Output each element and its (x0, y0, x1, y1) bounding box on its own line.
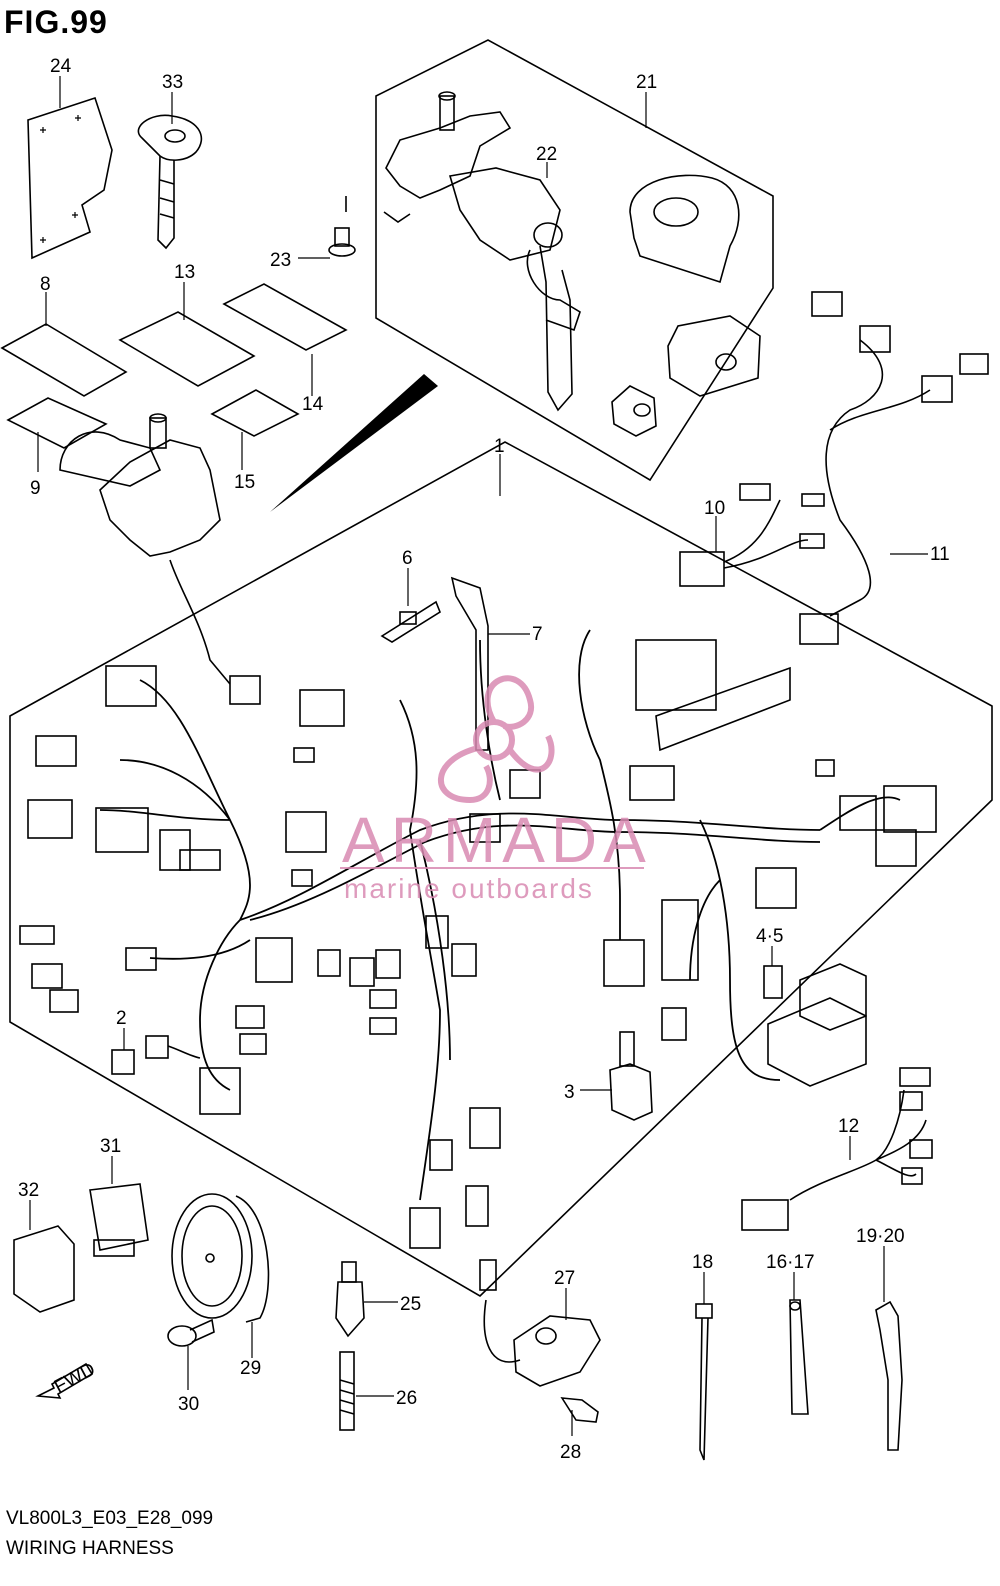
spring-26-part (339, 1351, 355, 1431)
callout-23: 23 (270, 250, 291, 271)
tie-18-part (695, 1303, 713, 1461)
callout-13: 13 (174, 262, 195, 283)
callout-8: 8 (40, 274, 51, 295)
callout-29: 29 (240, 1358, 261, 1379)
fuse-2-part (111, 1035, 201, 1075)
callout-6: 6 (402, 548, 413, 569)
watermark-brand: ARMADA (342, 804, 652, 876)
callout-18: 18 (692, 1252, 713, 1273)
sensor-27-part (483, 1299, 601, 1387)
callout-7: 7 (532, 624, 543, 645)
relay-32-part (13, 1225, 75, 1313)
ignition-set-frame (375, 39, 774, 482)
callout-19-20: 19·20 (856, 1226, 905, 1247)
sub-harness-12-part (741, 1067, 933, 1231)
fwd-arrow (35, 1362, 94, 1399)
sheet-14-part (222, 283, 348, 351)
watermark-tagline: marine outboards (344, 873, 594, 904)
fwd-label: FWD (51, 1359, 99, 1398)
callout-12: 12 (838, 1116, 859, 1137)
sub-harness-11-part (799, 291, 989, 645)
tie-16-part (789, 1299, 809, 1415)
harness-connectors (19, 639, 937, 1291)
plate-part (27, 96, 113, 260)
callout-28: 28 (560, 1442, 581, 1463)
sheet-15-part (210, 389, 300, 437)
sheet-13-part (118, 311, 256, 387)
leader-lines (29, 76, 928, 1436)
callout-1: 1 (494, 436, 505, 457)
key-part (137, 114, 203, 250)
switch-25-part (335, 1261, 365, 1338)
callout-15: 15 (234, 472, 255, 493)
sub-harness-10-part (679, 483, 825, 587)
callout-21: 21 (636, 72, 657, 93)
callout-33: 33 (162, 72, 183, 93)
callout-32: 32 (18, 1180, 39, 1201)
shading-wedge (270, 374, 438, 512)
ignition-switch-21-part (385, 91, 581, 412)
callout-22: 22 (536, 144, 557, 165)
tie-19-part (875, 1300, 903, 1451)
screw-23-part (328, 227, 356, 257)
callout-25: 25 (400, 1294, 421, 1315)
figure-title: FIG.99 (4, 4, 108, 40)
relay-31-part (89, 1183, 149, 1257)
propeller-icon (438, 675, 555, 804)
callout-11: 11 (930, 544, 950, 565)
callout-26: 26 (396, 1388, 417, 1409)
callout-10: 10 (704, 498, 725, 519)
cap-part (629, 174, 740, 284)
fuse-box-part (763, 963, 867, 1087)
watermark: ARMADA marine outboards (340, 675, 652, 904)
seat-lock-part (611, 315, 761, 437)
callout-3: 3 (564, 1082, 575, 1103)
sensor-3-part (609, 1031, 653, 1121)
callout-27: 27 (554, 1268, 575, 1289)
sheet-9-part (6, 397, 108, 449)
bolt-30-part (167, 1318, 215, 1347)
callout-24: 24 (50, 56, 72, 77)
bolt-28-part (560, 1397, 599, 1423)
model-code: VL800L3_E03_E28_099 (6, 1508, 214, 1529)
figure-caption: WIRING HARNESS (6, 1538, 174, 1559)
callout-2: 2 (116, 1008, 127, 1029)
callout-30: 30 (178, 1394, 199, 1415)
callout-31: 31 (100, 1136, 121, 1157)
horn-29-part (171, 1193, 270, 1323)
sheet-8-part (0, 323, 128, 397)
callout-4-5: 4·5 (756, 926, 783, 947)
callout-16-17: 16·17 (766, 1252, 815, 1273)
callout-9: 9 (30, 478, 41, 499)
harness-frame (9, 441, 993, 1297)
clamp-6-part (380, 600, 441, 643)
ignition-body-part (59, 413, 261, 705)
callout-14: 14 (302, 394, 324, 415)
